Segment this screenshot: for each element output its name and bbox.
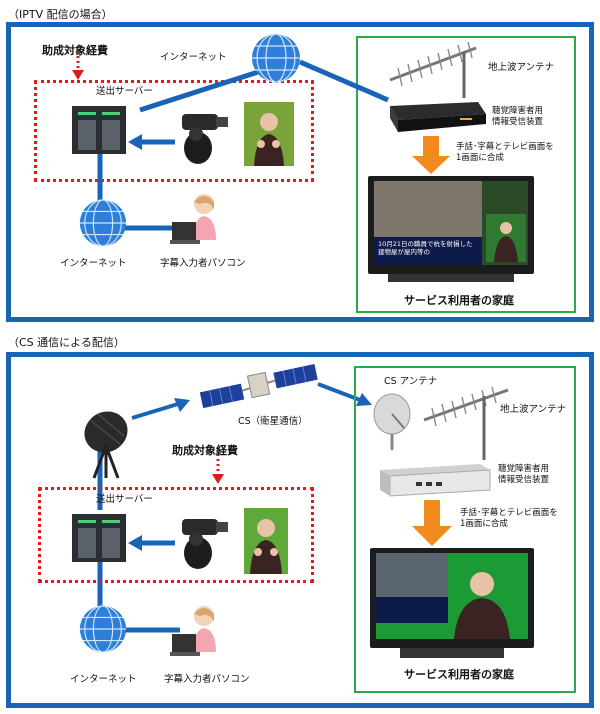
- person-pc-icon: [170, 606, 216, 656]
- cs-ground-antenna-label: 地上波アンテナ: [500, 404, 567, 415]
- person-pc-icon: [170, 194, 216, 244]
- cs-downlink-arrow: [317, 382, 372, 406]
- iptv-merge-arrow: [412, 136, 450, 174]
- cs-panel: [6, 352, 594, 708]
- cs-merge-label: 手話･字幕とテレビ画面を 1画面に合成: [460, 508, 558, 530]
- receiver-box-icon: [390, 102, 486, 132]
- cs-internet-bottom-label: インターネット: [70, 674, 137, 685]
- cs-camera-arrow: [128, 535, 175, 551]
- iptv-camera-arrow: [128, 134, 175, 150]
- cs-budget-arrow: [212, 454, 224, 484]
- satellite-icon: [199, 363, 318, 409]
- server-icon: [72, 106, 126, 154]
- signer-photo-icon: [244, 102, 294, 166]
- cs-budget-box: [38, 487, 314, 583]
- cs-antenna-label: CS アンテナ: [384, 376, 438, 387]
- iptv-receiver-label: 聴覚障害者用 情報受信装置: [492, 106, 544, 128]
- video-camera-icon: [182, 519, 228, 569]
- cs-receiver-label: 聴覚障害者用 情報受信装置: [498, 464, 550, 486]
- iptv-panel: [6, 22, 594, 322]
- signer-photo-icon: [244, 508, 288, 574]
- iptv-antenna-label: 地上波アンテナ: [488, 62, 555, 73]
- section-title-cs: （CS 通信による配信）: [8, 336, 125, 349]
- cs-home-label: サービス利用者の家庭: [404, 668, 514, 681]
- video-camera-icon: [182, 114, 228, 164]
- iptv-home-box: [356, 36, 576, 313]
- dish-icon: [373, 393, 411, 450]
- antenna-icon: [389, 41, 477, 98]
- cs-merge-arrow: [412, 500, 452, 546]
- iptv-merge-label: 手話･字幕とテレビ画面を 1画面に合成: [456, 142, 554, 164]
- tv-icon: [370, 548, 534, 658]
- cs-budget-label: 助成対象経費: [172, 444, 238, 457]
- iptv-tv-caption: 10月21日の職員で杭を射損した 建物屋が屋内等の: [378, 240, 473, 257]
- server-icon: [72, 514, 126, 562]
- antenna-icon: [423, 386, 509, 460]
- iptv-home-label: サービス利用者の家庭: [404, 294, 514, 307]
- iptv-budget-label: 助成対象経費: [42, 44, 108, 57]
- cs-home-box: [354, 366, 576, 693]
- receiver-box-icon: [380, 464, 491, 497]
- iptv-internet-top-label: インターネット: [160, 52, 227, 63]
- dish-icon: [84, 411, 128, 479]
- cs-server-label: 送出サーバー: [96, 494, 153, 505]
- iptv-internet-bottom-label: インターネット: [60, 258, 127, 269]
- iptv-pc-label: 字幕入力者パソコン: [160, 258, 246, 269]
- cs-satellite-label: CS（衛星通信）: [238, 416, 308, 427]
- tv-icon: [368, 176, 534, 282]
- cs-uplink-arrow: [131, 398, 190, 420]
- globe-icon: [79, 199, 127, 247]
- section-title-iptv: （IPTV 配信の場合）: [8, 8, 113, 21]
- cs-pc-label: 字幕入力者パソコン: [164, 674, 250, 685]
- globe-icon: [252, 33, 300, 83]
- iptv-budget-arrow: [72, 56, 84, 80]
- globe-icon: [79, 605, 127, 653]
- iptv-budget-box: [34, 80, 314, 182]
- iptv-server-label: 送出サーバー: [96, 86, 153, 97]
